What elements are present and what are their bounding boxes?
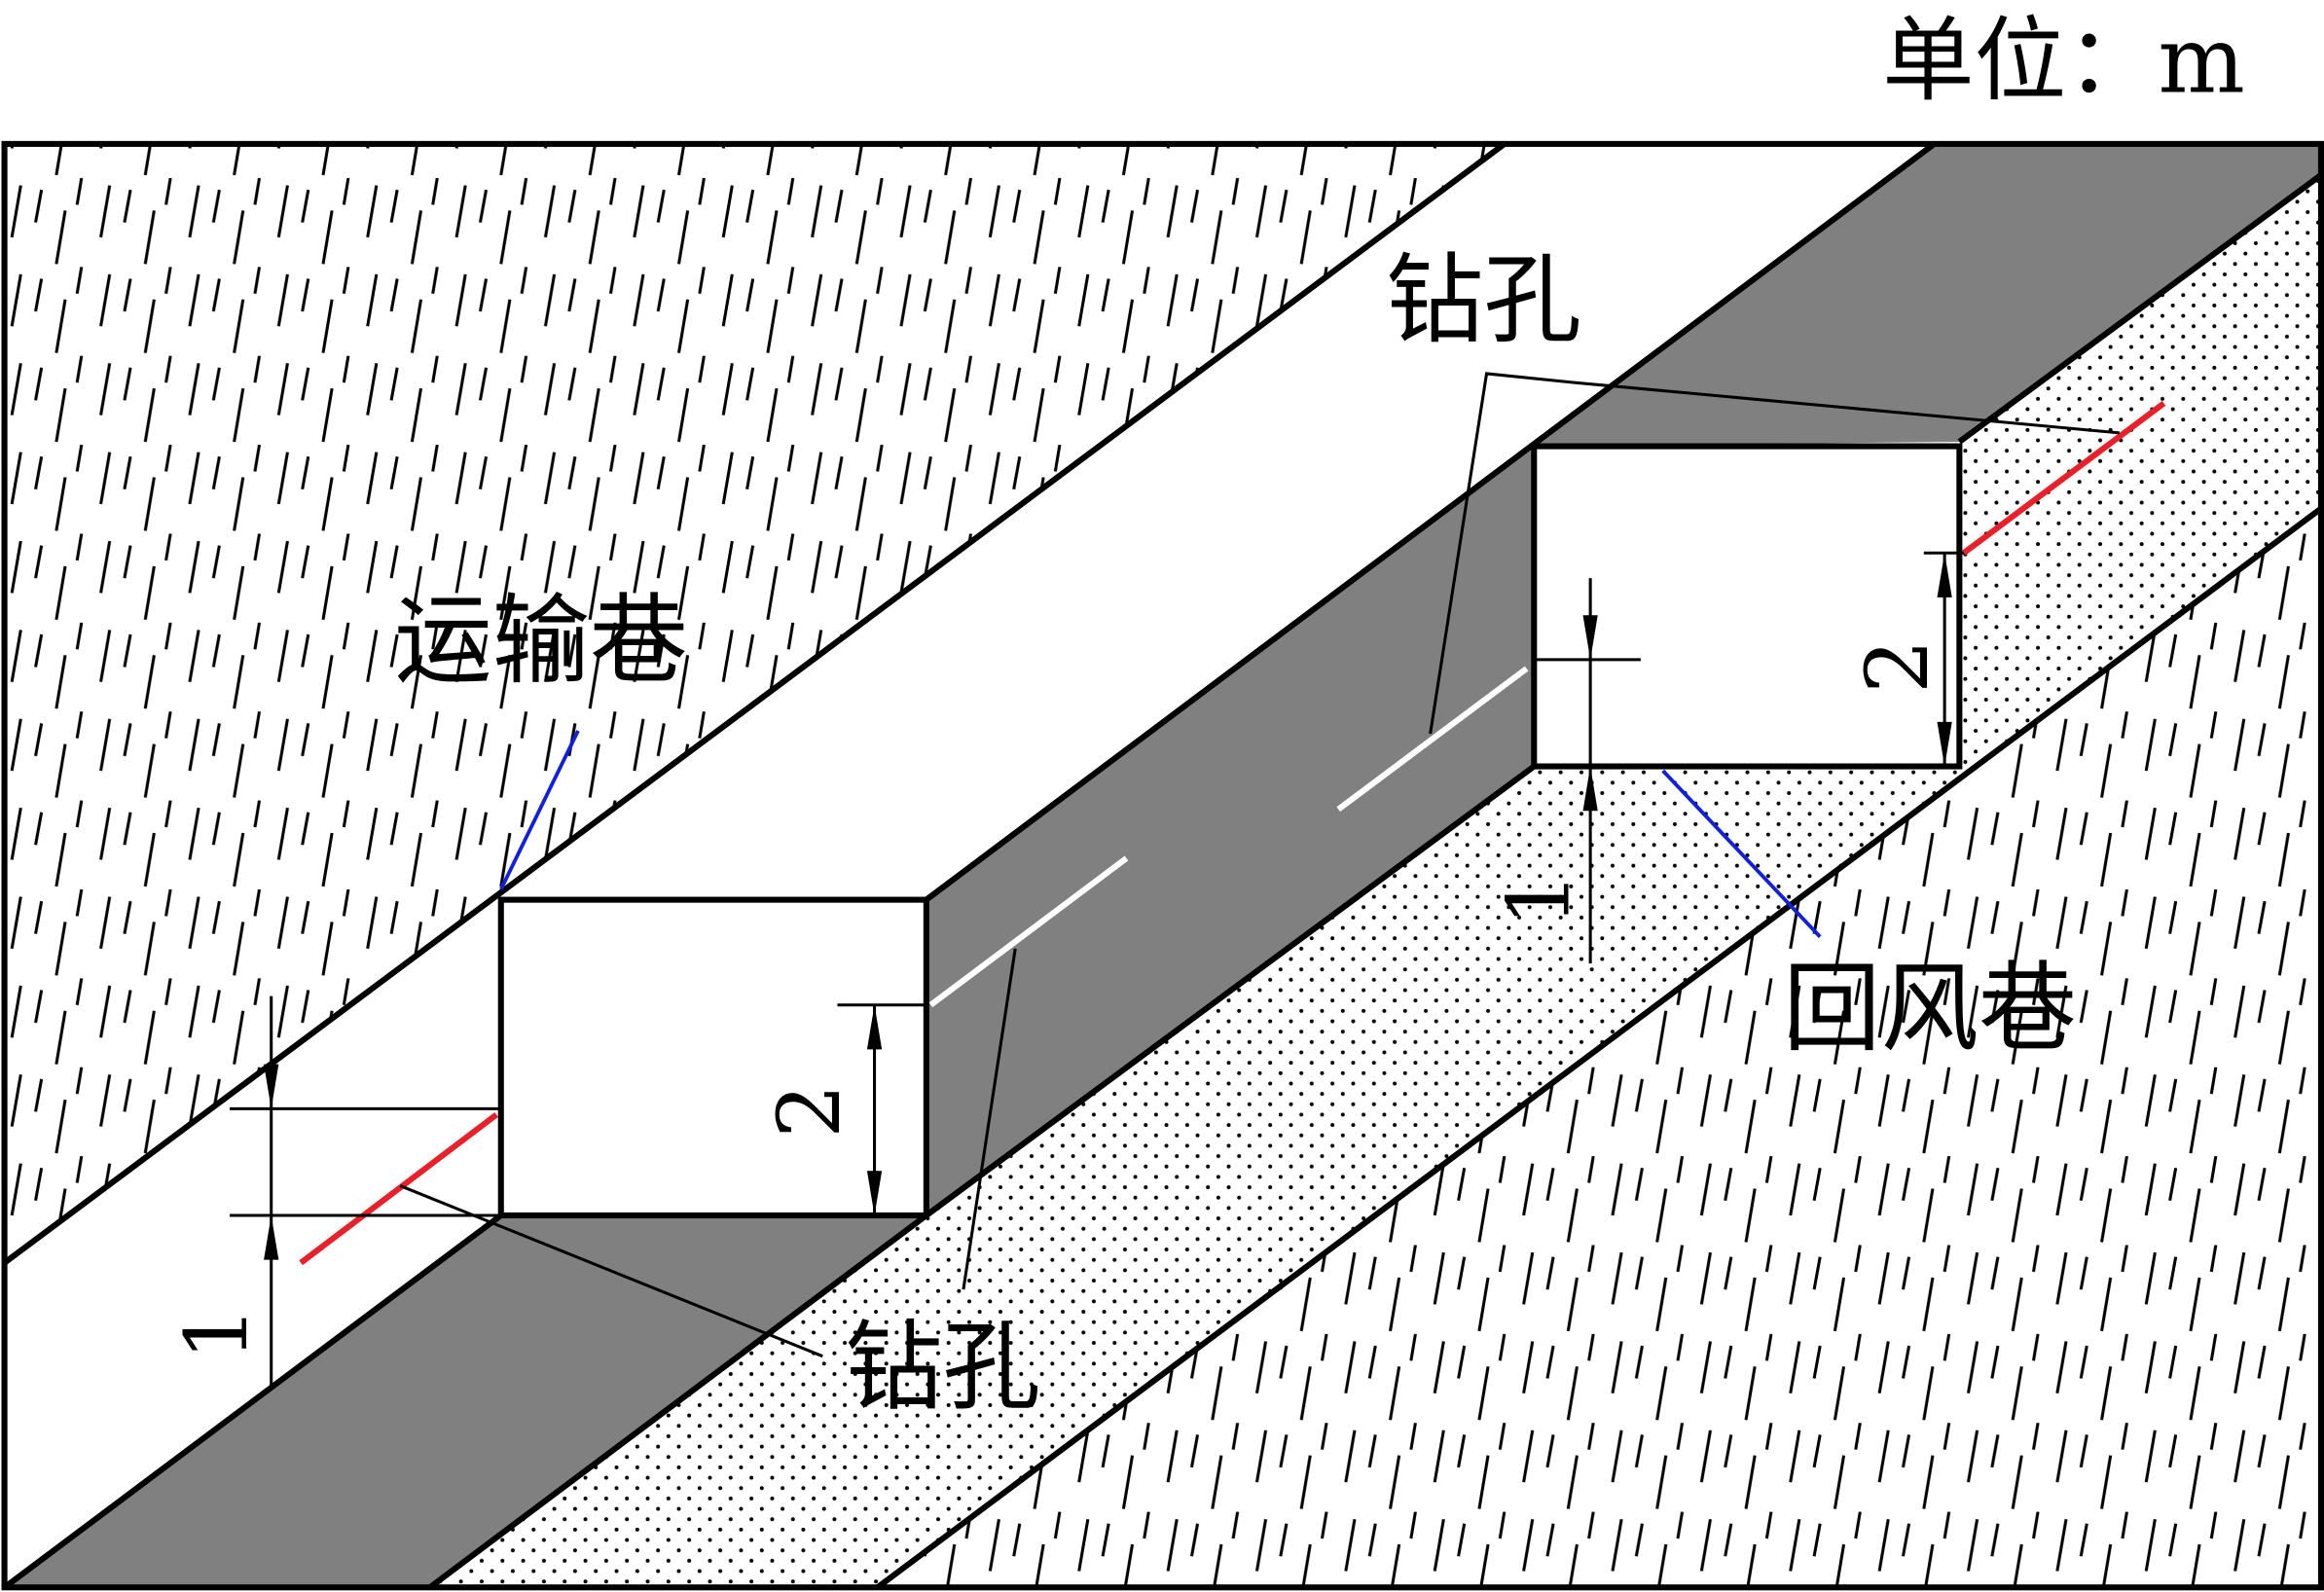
return-roadway-section bbox=[1531, 443, 1963, 770]
leader-borehole-bottom-b bbox=[962, 948, 1017, 1290]
label-borehole-top: 钻孔 bbox=[1386, 243, 1581, 357]
label-borehole-bottom: 钻孔 bbox=[845, 1310, 1040, 1424]
dimension-arrows bbox=[264, 553, 1952, 1260]
leader-return bbox=[1661, 769, 1822, 938]
dim-left-offset: 1 bbox=[166, 1306, 267, 1360]
label-transport-roadway: 运输巷 bbox=[394, 584, 688, 698]
label-return-roadway: 回风巷 bbox=[1783, 952, 2077, 1066]
dim-right-offset: 1 bbox=[1488, 872, 1588, 926]
transport-roadway-section bbox=[497, 896, 929, 1219]
borehole-red-right bbox=[1962, 400, 2166, 556]
transport-roadway-floor bbox=[4, 1214, 926, 1588]
unit-label: 单位：m bbox=[1882, 8, 2245, 115]
leader-transport bbox=[499, 730, 580, 890]
borehole-trace bbox=[928, 666, 1529, 1008]
leader-borehole-top bbox=[1429, 372, 2120, 735]
dim-left-height: 2 bbox=[759, 1084, 859, 1139]
dim-right-height: 2 bbox=[1847, 639, 1947, 694]
roadway-side-face bbox=[926, 143, 2321, 1215]
borehole-red-left bbox=[299, 1112, 499, 1266]
